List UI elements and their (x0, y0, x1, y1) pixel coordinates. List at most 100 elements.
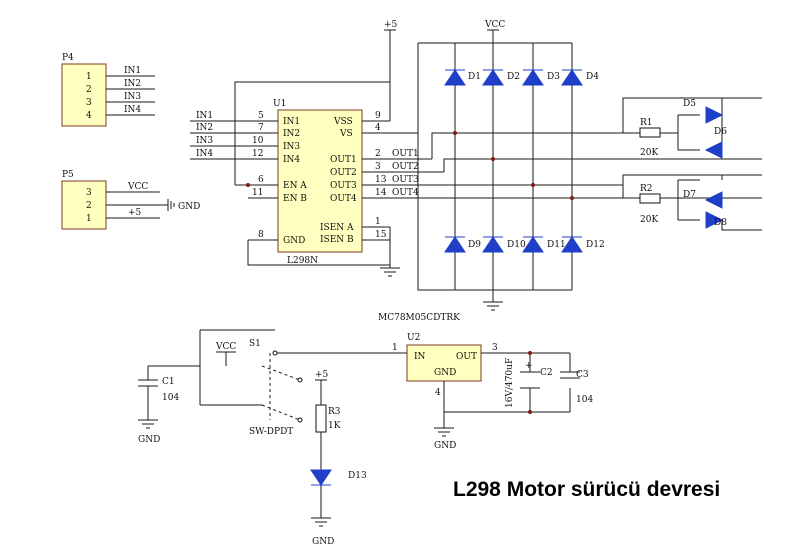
switch-contacts (261, 353, 301, 421)
d13-gnd-label: GND (312, 537, 334, 547)
switch-vcc-label: VCC (215, 342, 236, 352)
u1-net-in4: IN4 (196, 149, 213, 159)
p4-net-in4: IN4 (124, 105, 141, 115)
u1-pin-8: 8 (258, 230, 264, 240)
p5-body (61, 180, 107, 230)
cap-c1-wires (138, 365, 200, 429)
switch-ref: S1 (249, 339, 261, 349)
label-d1: D1 (468, 72, 481, 82)
u2-pin-4: 4 (435, 388, 441, 398)
p4-pin-2: 2 (86, 85, 92, 95)
diode-d3-icon (522, 69, 544, 86)
label-d7: D7 (683, 190, 696, 200)
u1-right-wires (362, 120, 572, 241)
connector-p4: P4 1 2 3 4 IN1 IN2 IN3 IN4 (61, 53, 155, 127)
label-c2-value: 16V/470uF (505, 358, 515, 408)
label-d9: D9 (468, 240, 481, 250)
p4-ref: P4 (62, 53, 74, 63)
u1-pin-15: 15 (375, 230, 387, 240)
p4-pin-1: 1 (86, 72, 92, 82)
p5-pin-1: 1 (86, 214, 92, 224)
label-d5: D5 (683, 99, 696, 109)
label-d3: D3 (547, 72, 560, 82)
u1-vss-wire (384, 29, 396, 268)
switch-type: SW-DPDT (249, 427, 293, 437)
label-c2-plus: + (525, 361, 533, 371)
u1-pin-1: 1 (375, 217, 381, 227)
resistor-r3-icon (315, 404, 327, 433)
u1-net-in2: IN2 (196, 123, 213, 133)
u1-net-out3: OUT3 (392, 175, 419, 185)
junction-out3 (531, 183, 535, 187)
cap-c3-icon (560, 371, 580, 379)
u1-pin-10: 10 (252, 136, 264, 146)
diode-d1-icon (444, 69, 466, 86)
label-d13: D13 (348, 471, 367, 481)
plus5-label-r3: +5 (315, 370, 329, 380)
u2-wires (275, 352, 571, 428)
u1-body (277, 109, 363, 253)
p5-pin-3: 3 (86, 188, 92, 198)
u1-pin-5: 5 (258, 111, 264, 121)
u2-gnd-label: GND (434, 441, 456, 451)
diagram-caption: L298 Motor sürücü devresi (453, 478, 721, 501)
u1-pin-14: 14 (375, 188, 387, 198)
u1-enable-wires (234, 81, 390, 266)
led-d5-icon (705, 106, 724, 124)
label-r1: R1 (640, 118, 653, 128)
diode-d2-icon (482, 69, 504, 86)
diode-d12-icon (561, 236, 583, 253)
u1-net-out4: OUT4 (392, 188, 419, 198)
label-d11: D11 (547, 240, 566, 250)
u2-ref: U2 (407, 333, 420, 343)
u1-pin-3: 3 (375, 162, 381, 172)
bridge-vcc-label: VCC (484, 20, 505, 30)
bridge-gnd-symbol (483, 290, 503, 311)
led-d6-icon (704, 141, 723, 159)
u1-pinname-out4: OUT4 (330, 194, 357, 204)
label-r2-value: 20K (640, 215, 658, 225)
u1-pinname-in3: IN3 (283, 142, 300, 152)
motor-a-indicator: R1 20K D5 D6 (622, 97, 762, 159)
label-d8: D8 (714, 218, 727, 228)
u1-pinname-isenb: ISEN B (320, 235, 354, 245)
p4-pin-3: 3 (86, 98, 92, 108)
diode-d4-icon (561, 69, 583, 86)
u2-pin-1: 1 (392, 343, 398, 353)
label-r2: R2 (640, 184, 653, 194)
label-c3-value: 104 (576, 395, 593, 405)
u2-gnd-symbol (434, 427, 454, 437)
label-c2: C2 (540, 368, 553, 378)
u1-junction-ena (246, 183, 250, 187)
u1-left-wires (248, 184, 278, 241)
u2-pin-3: 3 (492, 343, 498, 353)
u1-input-wires (190, 120, 278, 160)
p4-net-in2: IN2 (124, 79, 141, 89)
resistor-r1-icon (639, 127, 661, 138)
motor-b-indicator: R2 20K D7 D8 (622, 174, 762, 231)
connector-p5: P5 3 2 1 VCC +5 GND (61, 170, 200, 230)
resistor-r2-icon (639, 193, 661, 204)
u1-net-in1: IN1 (196, 111, 213, 121)
p5-gnd-symbol (167, 199, 175, 211)
u1-pin-6: 6 (258, 175, 264, 185)
junction-out2 (491, 157, 495, 161)
u1-pin-4: 4 (375, 123, 381, 133)
label-r3: R3 (328, 407, 341, 417)
junction-out1 (453, 131, 457, 135)
p4-body (61, 63, 107, 127)
p4-pin-4: 4 (86, 111, 92, 121)
u1-pinname-out2: OUT2 (330, 168, 357, 178)
label-c1-value: 104 (162, 393, 179, 403)
u1-gnd-symbol (380, 267, 400, 277)
u1-pinname-gnd: GND (283, 236, 305, 246)
switch-contact-1 (272, 350, 278, 356)
r3-led-wires (311, 379, 331, 527)
switch-wires (199, 329, 275, 406)
u1-plus5-label: +5 (384, 20, 398, 30)
u1-net-out2: OUT2 (392, 162, 419, 172)
label-d10: D10 (507, 240, 526, 250)
led-d8-icon (705, 211, 724, 229)
p4-wires (106, 75, 155, 116)
